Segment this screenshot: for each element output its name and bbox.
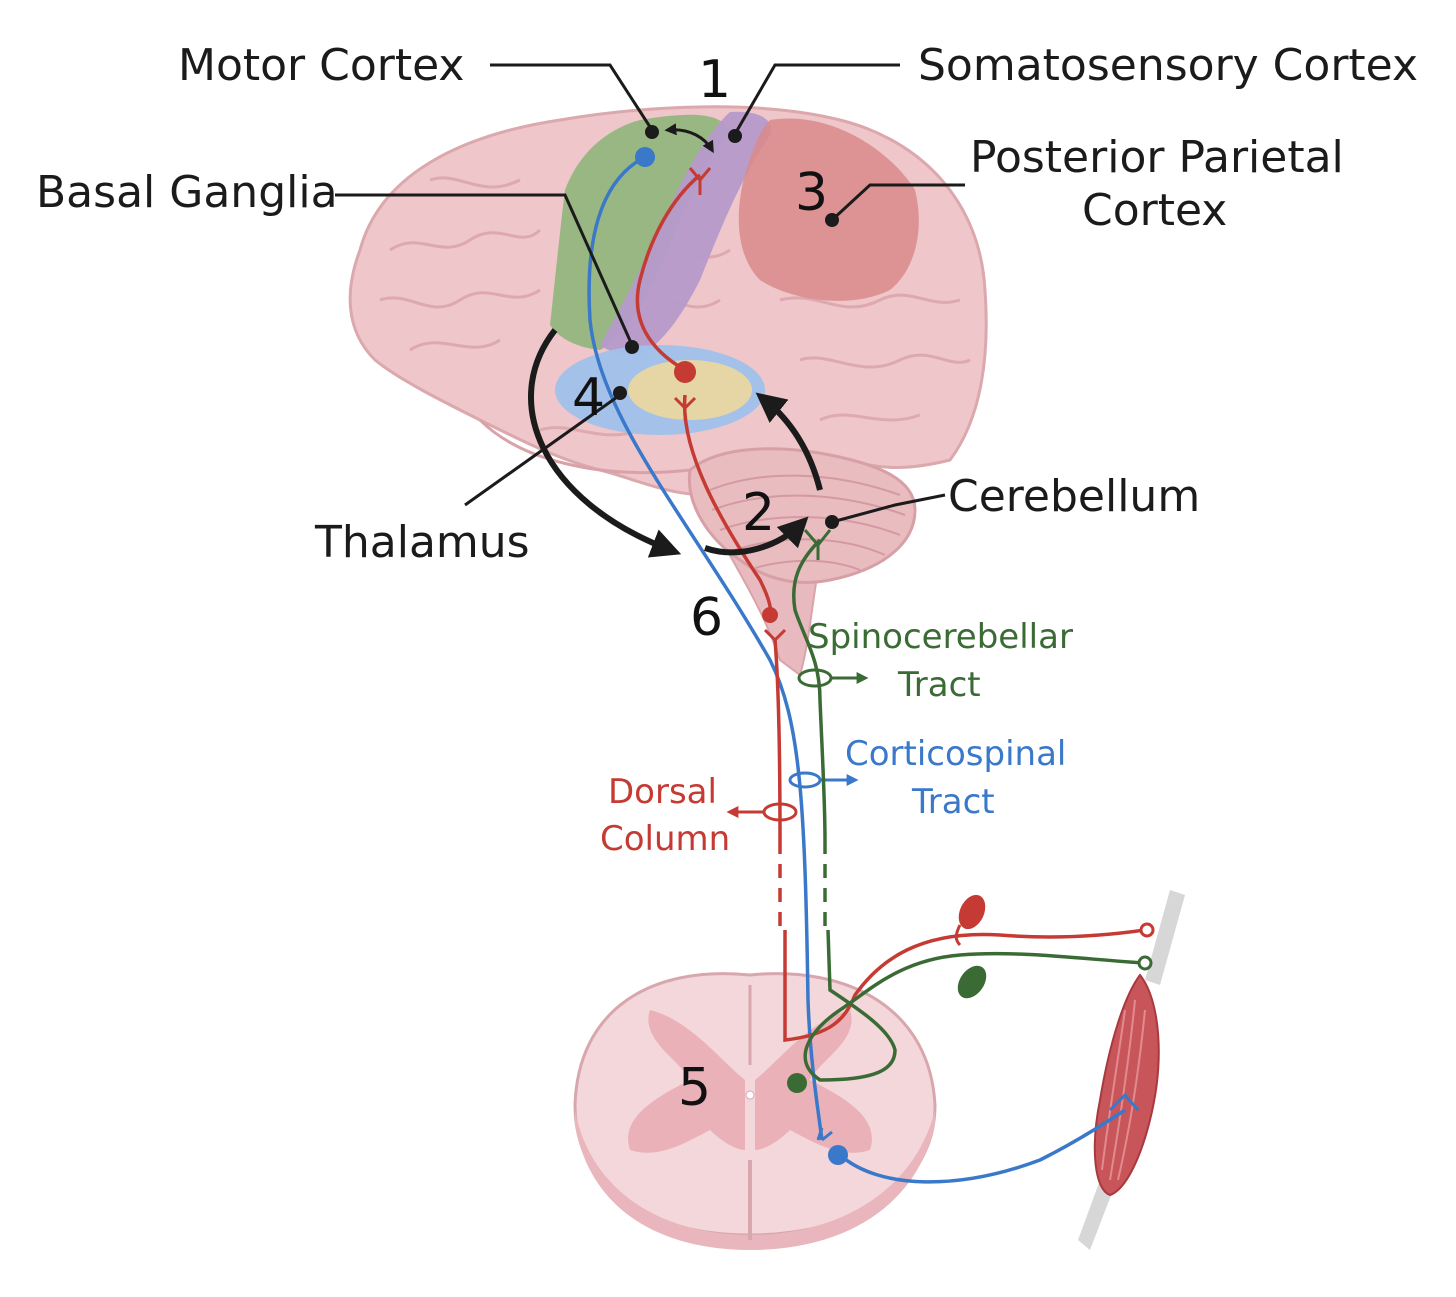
sensory-ganglion-red: [958, 894, 986, 930]
somatosensory-cortex-label: Somatosensory Cortex: [918, 40, 1418, 91]
cerebellum-label: Cerebellum: [948, 471, 1200, 522]
spinocerebellar-label-line1: Spinocerebellar: [808, 617, 1073, 657]
corticospinal-label-line2: Tract: [911, 782, 995, 822]
cortical-sensory-synapse: [688, 167, 712, 195]
corticospinal-pathway: [587, 155, 1126, 1184]
motor-neuron-cell-body: [635, 147, 655, 167]
neuromuscular-junction: [1108, 1092, 1140, 1112]
central-canal: [745, 1090, 755, 1100]
dorsal-column-pathway: [635, 173, 1146, 1042]
motor-somatosensory-link: [664, 123, 714, 154]
motor-cortex-region: [550, 114, 730, 350]
thalamus-label: Thalamus: [314, 517, 530, 568]
dorsal-column-label-line2: Column: [600, 819, 730, 859]
muscle-belly: [1093, 973, 1160, 1197]
posterior-parietal-label-line2: Cortex: [1082, 185, 1227, 236]
number-4: 4: [572, 368, 605, 428]
temporal-fold: [478, 418, 691, 475]
posterior-parietal-label-line1: Posterior Parietal: [970, 132, 1344, 183]
spinal-interneuron-green: [787, 1073, 807, 1093]
sensory-ganglion-green: [957, 965, 987, 999]
cerebellum-pontine-arrow: [704, 516, 809, 556]
number-5: 5: [678, 1058, 711, 1118]
spinocerebellar-pathway: [792, 538, 1146, 1082]
sensory-receptor-green: [1137, 955, 1153, 971]
cerebellar-synapse: [803, 529, 832, 560]
thalamic-synapse: [673, 396, 697, 420]
corticospinal-label-line1: Corticospinal: [845, 734, 1066, 774]
cerebellum-to-thalamus-arrow: [755, 392, 823, 491]
dorsal-column-label-line1: Dorsal: [608, 772, 717, 812]
tendon-bottom: [1078, 1180, 1115, 1250]
basal-ganglia-label: Basal Ganglia: [36, 167, 338, 218]
number-3: 3: [795, 163, 828, 223]
somatosensory-cortex-region: [600, 111, 771, 356]
lower-motor-neuron-cell-body: [828, 1145, 848, 1165]
brain: [348, 105, 988, 677]
muscle: [1078, 890, 1185, 1250]
thalamic-relay-neuron: [674, 361, 696, 383]
corticospinal-synapse: [816, 1127, 833, 1142]
number-1: 1: [698, 50, 731, 110]
thalamus-region: [628, 360, 752, 420]
tendon-top: [1145, 890, 1185, 985]
medullary-synapse: [763, 628, 787, 643]
spinal-cord-section: [573, 972, 937, 1250]
spinocerebellar-tract-marker: [797, 668, 833, 688]
motor-cortex-label: Motor Cortex: [178, 40, 464, 91]
cortex-to-cerebellum-arrow: [528, 328, 682, 558]
number-2: 2: [742, 483, 775, 543]
posterior-parietal-cortex-region: [738, 118, 919, 301]
number-6: 6: [690, 588, 723, 648]
spinocerebellar-label-line2: Tract: [897, 665, 981, 705]
medullary-relay-neuron: [762, 607, 778, 623]
leader-lines: [335, 63, 965, 529]
muscle-fibers: [1101, 999, 1146, 1181]
sensory-receptor-red: [1139, 922, 1155, 938]
corticospinal-tract-marker: [788, 771, 822, 789]
